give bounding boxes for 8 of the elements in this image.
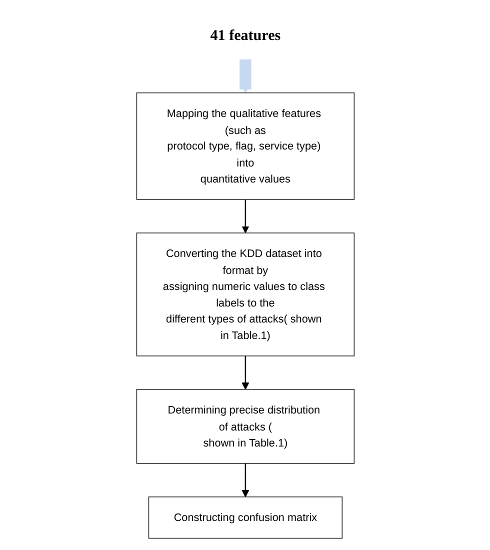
node-box: Constructing confusion matrix [148, 496, 342, 539]
node-text: 41 features [210, 26, 280, 44]
node-box: Mapping the qualitative features (such as protocol type, flag, service type) into quantitative values [136, 92, 354, 200]
node-box: Converting the KDD dataset into format by assigning numeric values to class labels to the different types of attacks( shown in Table.1) [136, 232, 354, 356]
arrow [241, 200, 249, 234]
node-box: Determining precise distribution of attacks ( shown in Table.1) [136, 388, 354, 464]
arrow [241, 356, 249, 390]
arrow [241, 463, 249, 498]
